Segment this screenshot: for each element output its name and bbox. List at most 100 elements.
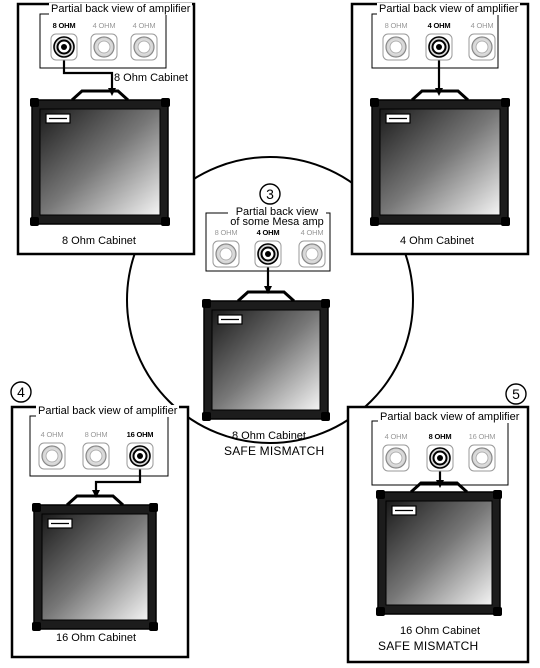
panel-top-right-cabinet-corner	[370, 98, 379, 107]
panel-top-left-cabinet-corner	[30, 217, 39, 226]
panel-top-right-jack-0	[382, 33, 410, 61]
panel-top-left-cabinet-handle	[70, 89, 130, 102]
panel-bottom-right-jack-1	[426, 444, 454, 472]
panel-bottom-left-cabinet-corner	[32, 503, 41, 512]
panel-top-right-cabinet-label: 4 Ohm Cabinet	[400, 235, 474, 247]
panel-top-left-cabinet-label: 8 Ohm Cabinet	[62, 235, 136, 247]
panel-center-cabinet-corner	[202, 412, 211, 421]
panel-bottom-right-jack-label-1: 8 OHM	[428, 432, 452, 441]
panel-bottom-left-cabinet	[32, 494, 158, 631]
panel-top-left-cabinet	[30, 89, 170, 226]
panel-center-jack-2	[298, 240, 326, 268]
panel-bottom-right-jack-hole	[475, 451, 489, 465]
panel-center-number: 3	[266, 186, 274, 202]
panel-center-note: SAFE MISMATCH	[224, 444, 325, 458]
panel-bottom-left-jack-label-2: 16 OHM	[126, 430, 154, 439]
panel-top-right-jack-label-2: 4 OHM	[470, 21, 494, 30]
panel-center-jack-hole	[219, 247, 233, 261]
panel-top-left-jack-1	[90, 33, 118, 61]
panel-bottom-left-jack-2	[126, 442, 154, 470]
panel-bottom-left-cabinet-corner	[149, 622, 158, 631]
panel-top-left-jack-label-1: 4 OHM	[92, 21, 116, 30]
panel-top-left-plug-tip	[61, 44, 67, 50]
panel-center-cabinet-corner	[202, 299, 211, 308]
panel-center-jack-1	[254, 240, 282, 268]
panel-center-plug-tip	[265, 251, 271, 257]
panel-center-jack-hole	[305, 247, 319, 261]
panel-top-left-cabinet-corner	[161, 98, 170, 107]
panel-bottom-right-cabinet	[376, 481, 502, 616]
panel-bottom-right-plug-tip	[437, 455, 443, 461]
panel-bottom-right-jack-hole	[389, 451, 403, 465]
panel-top-right-cabinet-grille	[379, 108, 501, 216]
panel-bottom-left-cabinet-grille	[41, 513, 149, 621]
panel-top-right-cabinet-corner	[370, 217, 379, 226]
panel-top-right-cabinet-corner	[501, 98, 510, 107]
panel-top-left-jack-hole	[137, 40, 151, 54]
panel-top-left-jack-label-2: 4 OHM	[132, 21, 156, 30]
panel-bottom-left-jack-label-1: 8 OHM	[84, 430, 108, 439]
panel-top-right-jack-1	[425, 33, 453, 61]
panel-bottom-right-cabinet-corner	[493, 490, 502, 499]
panel-top-left-jack-label-0: 8 OHM	[52, 21, 76, 30]
panel-bottom-left-jack-0	[38, 442, 66, 470]
panel-top-right-jack-2	[468, 33, 496, 61]
center-circle-frame	[126, 156, 414, 444]
panel-bottom-left-jack-label-0: 4 OHM	[40, 430, 64, 439]
panel-bottom-right-cabinet-corner	[376, 607, 385, 616]
panel-bottom-left-cabinet-corner	[149, 503, 158, 512]
panel-bottom-left-number-badge	[10, 381, 32, 403]
panel-top-right-cabinet-handle	[410, 89, 470, 102]
panel-bottom-right-cabinet-corner	[376, 490, 385, 499]
panel-top-right-jack-hole	[389, 40, 403, 54]
panel-center-cabinet-label: 8 Ohm Cabinet	[232, 430, 306, 442]
panel-center-cabinet-handle	[236, 290, 296, 303]
panel-bottom-right-amp-title: Partial back view of amplifier	[378, 411, 522, 423]
panel-top-left-jack-0	[50, 33, 78, 61]
panel-bottom-left-jack-hole	[45, 449, 59, 463]
panel-bottom-right-jack-2	[468, 444, 496, 472]
panel-center-jack-label-0: 8 OHM	[214, 228, 238, 237]
panel-center-cabinet-corner	[321, 412, 330, 421]
panel-bottom-left-jack-1	[82, 442, 110, 470]
panel-top-left-cabinet-corner	[161, 217, 170, 226]
panel-bottom-right-cabinet-label: 16 Ohm Cabinet	[400, 625, 481, 637]
panel-center-jack-label-2: 4 OHM	[300, 228, 324, 237]
panel-bottom-right-number: 5	[512, 386, 520, 402]
panel-bottom-right-number-badge	[505, 383, 527, 405]
panel-bottom-right-jack-label-0: 4 OHM	[384, 432, 408, 441]
panel-bottom-left-number: 4	[17, 384, 25, 400]
panel-top-left-cabinet-top-label: 8 Ohm Cabinet	[114, 72, 188, 84]
panel-bottom-right-jack-label-2: 16 OHM	[468, 432, 496, 441]
panel-center-cabinet-grille	[211, 309, 321, 411]
panel-bottom-right-jack-0	[382, 444, 410, 472]
panel-top-right-amp-title: Partial back view of amplifier	[377, 3, 521, 15]
panel-top-left-jack-2	[130, 33, 158, 61]
panel-top-left-cabinet-corner	[30, 98, 39, 107]
panel-top-right-jack-label-0: 8 OHM	[384, 21, 408, 30]
panel-top-right-plug-tip	[436, 44, 442, 50]
panel-top-left-jack-hole	[97, 40, 111, 54]
panel-center-cabinet	[202, 290, 330, 421]
panel-top-right-cabinet	[370, 89, 510, 226]
panel-top-right-cabinet-corner	[501, 217, 510, 226]
panel-top-right-jack-hole	[475, 40, 489, 54]
panel-bottom-left-cabinet-label: 16 Ohm Cabinet	[56, 632, 137, 644]
panel-bottom-left-cabinet-handle	[65, 494, 125, 507]
panel-center-jack-0	[212, 240, 240, 268]
panel-bottom-right-cabinet-handle	[409, 481, 469, 494]
panel-top-right-jack-label-1: 4 OHM	[427, 21, 451, 30]
panel-bottom-left-amp-title: Partial back view of amplifier	[36, 405, 180, 417]
panel-center-number-badge	[259, 183, 281, 205]
panel-bottom-left-cabinet-corner	[32, 622, 41, 631]
panel-bottom-right-cabinet-corner	[493, 607, 502, 616]
panel-top-left-cabinet-grille	[39, 108, 161, 216]
panel-center-jack-label-1: 4 OHM	[256, 228, 280, 237]
panel-bottom-left-jack-hole	[89, 449, 103, 463]
panel-bottom-right-cabinet-grille	[385, 500, 493, 606]
panel-center-amp-title: Partial back view of some Mesa amp	[228, 207, 326, 228]
panel-bottom-left-plug-tip	[137, 453, 143, 459]
panel-top-left-amp-title: Partial back view of amplifier	[49, 3, 193, 15]
panel-center-cabinet-corner	[321, 299, 330, 308]
